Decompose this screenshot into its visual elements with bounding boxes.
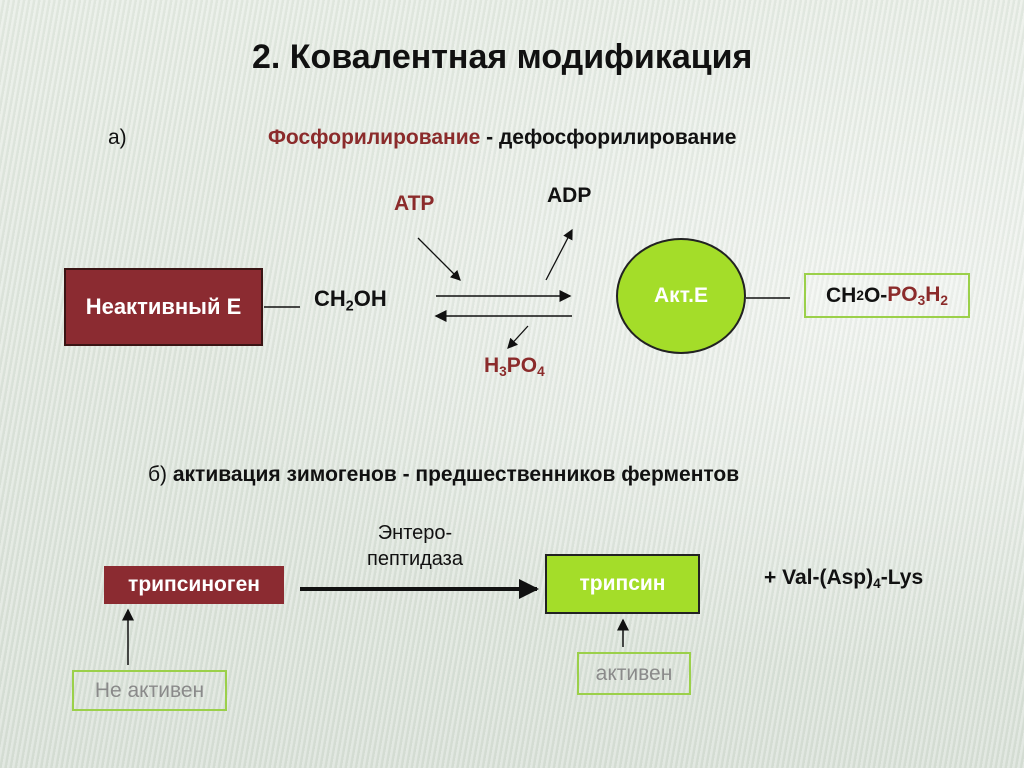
section-a-label: а) <box>108 126 127 149</box>
atp-arrow <box>417 237 461 281</box>
enteropeptidase-label: Энтеро- пептидаза <box>350 520 480 572</box>
trypsin-box: трипсин <box>545 554 700 614</box>
formula-part: O- <box>863 283 888 307</box>
inactive-enzyme-box: Неактивный Е <box>64 268 263 346</box>
formula-part: H <box>484 354 500 377</box>
peptide-label: + Val-(Asp)4-Lys <box>764 566 923 591</box>
section-a-subtitle: Фосфорилирование - дефосфорилирование <box>268 126 736 150</box>
adp-label: ADP <box>547 184 592 207</box>
formula-subscript: 2 <box>856 288 864 303</box>
formula-subscript: 2 <box>940 293 948 309</box>
active-box: активен <box>577 652 691 695</box>
phosphate-arrow <box>507 325 529 349</box>
formula-part: CH <box>826 283 857 307</box>
formula-subscript: 2 <box>345 298 354 315</box>
phosphoric-acid-label: H3PO4 <box>484 354 545 379</box>
formula-subscript: 4 <box>873 576 881 592</box>
enzyme-label-line: пептидаза <box>367 548 463 570</box>
formula-subscript: 3 <box>917 293 926 309</box>
enzyme-label-line: Энтеро- <box>377 522 453 544</box>
section-b-heading: б) активация зимогенов - предшественнико… <box>148 463 739 487</box>
page-title: 2. Ковалентная модификация <box>252 38 753 76</box>
formula-part: PO <box>506 354 538 377</box>
formula-part: PO <box>887 282 918 306</box>
formula-subscript: 4 <box>537 364 545 380</box>
atp-label: ATP <box>394 192 435 215</box>
formula-part: -Lys <box>880 566 924 589</box>
active-enzyme-circle: Акт.Е <box>616 238 746 354</box>
dephosphorylation-text: - дефосфорилирование <box>480 126 737 149</box>
formula-part: H <box>925 282 941 306</box>
formula-part: OH <box>353 286 387 311</box>
adp-arrow <box>545 228 573 281</box>
trypsinogen-box: трипсиноген <box>104 566 284 604</box>
not-active-box: Не активен <box>72 670 227 711</box>
hydroxyl-group-label: CH2OH <box>314 286 387 314</box>
section-b-subtitle: активация зимогенов - предшественников ф… <box>172 463 740 486</box>
phosphorylation-text: Фосфорилирование <box>268 126 481 149</box>
section-b-label: б) <box>148 463 173 486</box>
formula-part: CH <box>314 286 346 311</box>
formula-subscript: 3 <box>499 364 507 380</box>
formula-part: + Val-(Asp) <box>764 566 874 589</box>
